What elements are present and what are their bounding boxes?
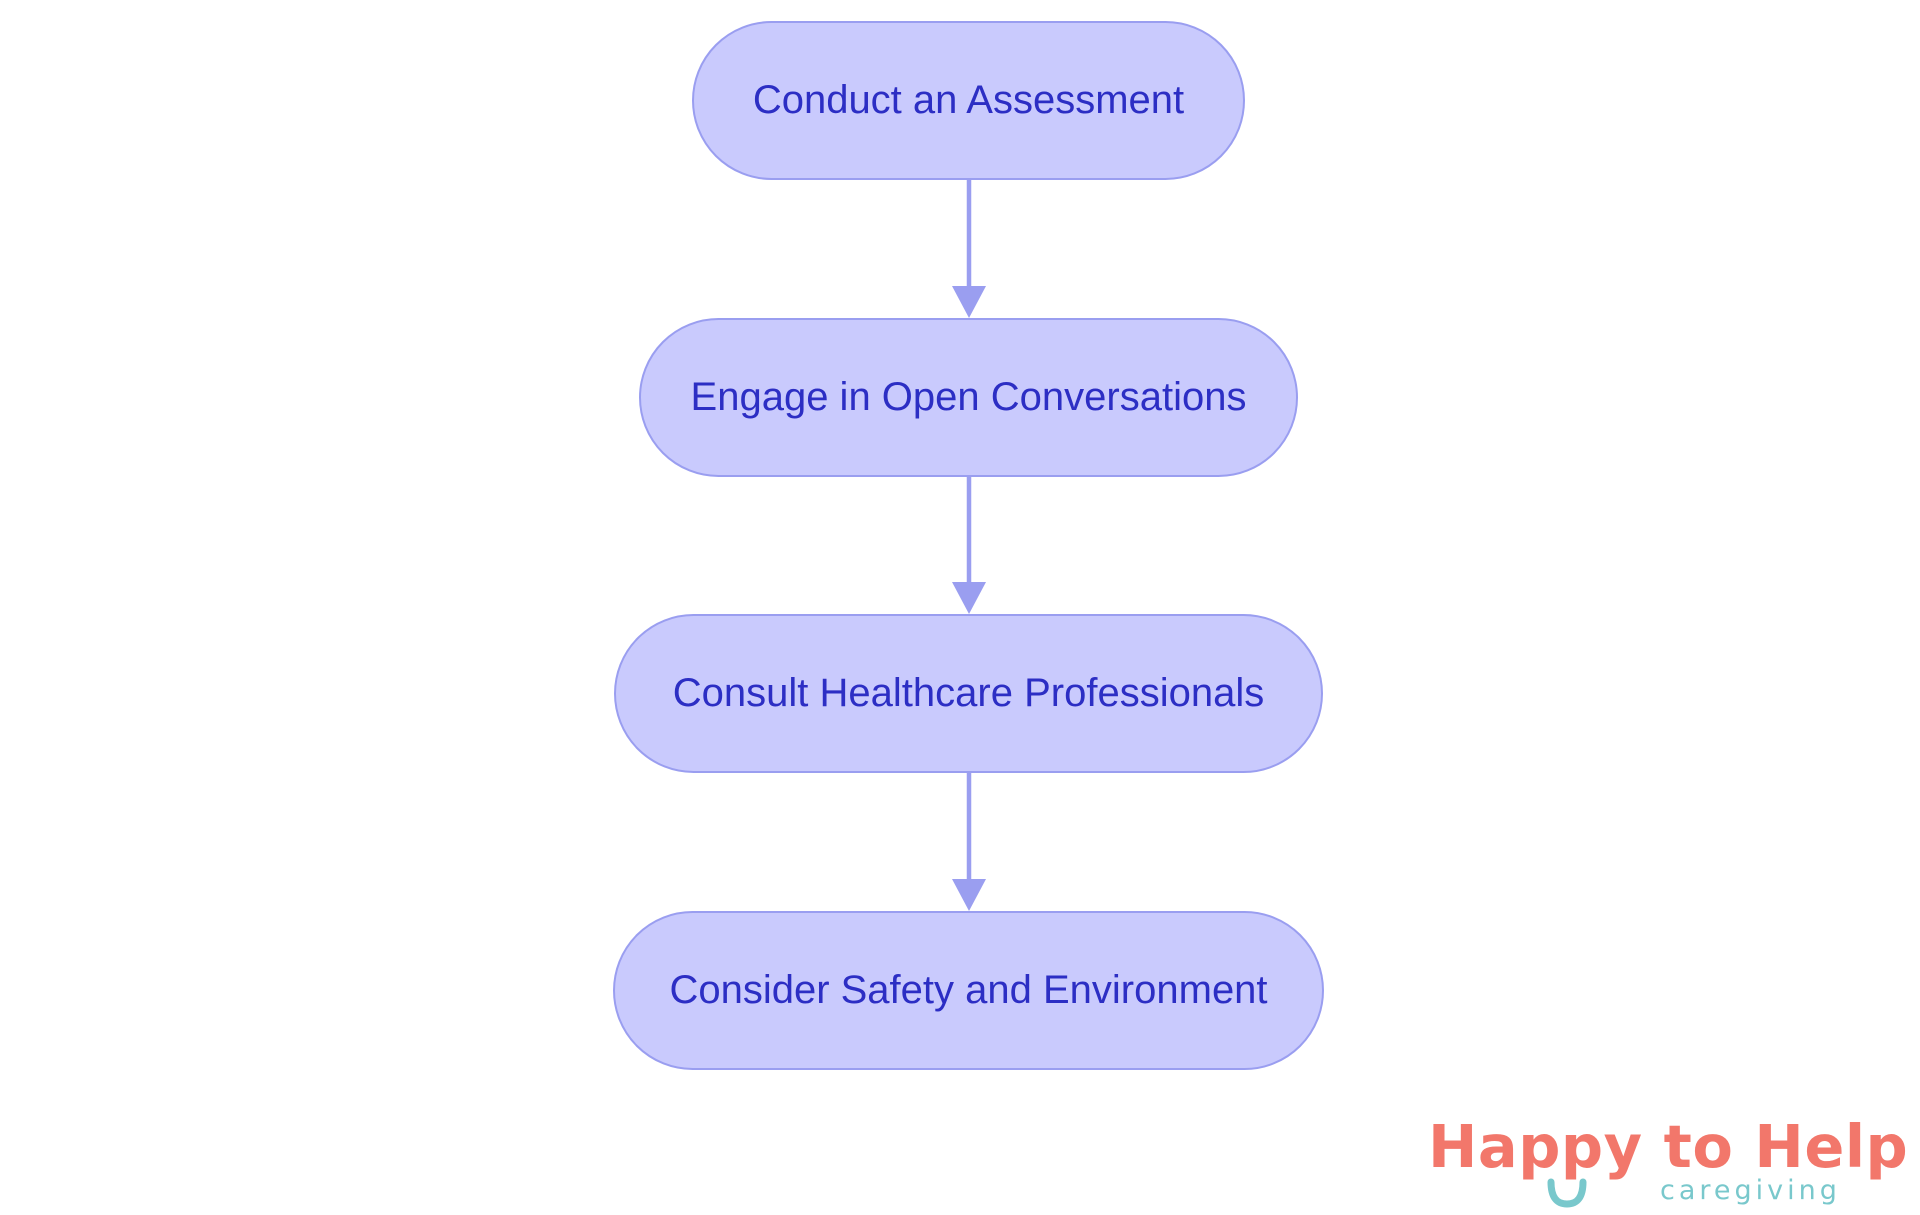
connector-3-4 <box>952 773 986 911</box>
connector-1-2 <box>952 180 986 318</box>
flow-step-label: Conduct an Assessment <box>752 78 1185 122</box>
smile-icon <box>1547 1178 1587 1208</box>
flow-step-label: Consider Safety and Environment <box>669 968 1268 1012</box>
logo-tagline: caregiving <box>1660 1175 1841 1206</box>
flow-step-node: Conduct an Assessment <box>692 21 1245 180</box>
logo-wordmark: Happy to Help <box>1428 1112 1909 1181</box>
connector-2-3 <box>952 477 986 614</box>
arrowhead-icon <box>952 582 986 614</box>
brand-logo: Happy to Help caregiving <box>1428 1112 1908 1212</box>
flow-step-node: Engage in Open Conversations <box>639 318 1298 477</box>
flow-step-node: Consult Healthcare Professionals <box>614 614 1323 773</box>
flow-step-node: Consider Safety and Environment <box>613 911 1324 1070</box>
flow-step-label: Engage in Open Conversations <box>690 375 1247 419</box>
arrowhead-icon <box>952 286 986 318</box>
flow-step-label: Consult Healthcare Professionals <box>672 671 1265 715</box>
arrowhead-icon <box>952 879 986 911</box>
